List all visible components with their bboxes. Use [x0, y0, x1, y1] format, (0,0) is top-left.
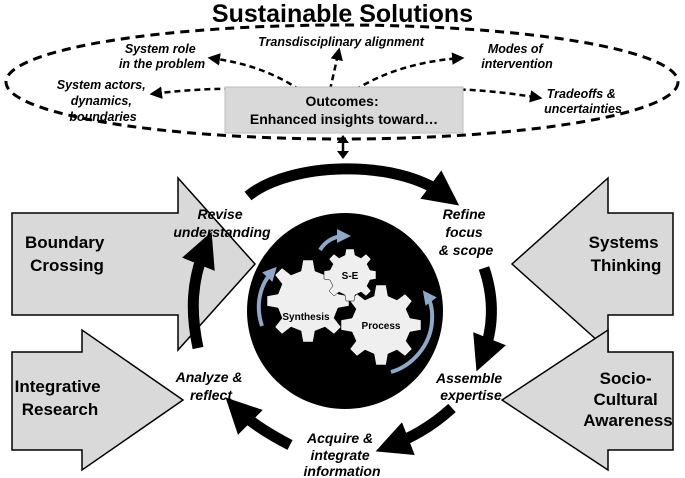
label-integrative-research: Integrative Research [15, 377, 106, 419]
label-socio-cultural: Socio- Cultural Awareness [583, 369, 672, 430]
gear-label-se: S-E [342, 271, 359, 282]
cycle-arrow-bottom-right [375, 403, 456, 456]
rotation-arrows [256, 229, 437, 374]
arrow-to-system-role [207, 53, 301, 92]
gear-process [340, 284, 422, 366]
cycle-arrow-top [244, 163, 460, 206]
label-systems-thinking: Systems Thinking [589, 233, 664, 275]
outcomes-box [224, 86, 464, 134]
cycle-arrow-left [182, 231, 215, 350]
gear-label-process: Process [362, 321, 401, 332]
label-system-actors: System actors, dynamics, boundaries [57, 78, 149, 124]
cycle-arrow-right [473, 266, 506, 372]
step-analyze: Analyze & reflect [175, 369, 247, 403]
rotation-arrow-synthesis [256, 266, 277, 327]
label-system-role: System role in the problem [119, 42, 205, 71]
arrow-systems-thinking [510, 176, 674, 352]
label-tradeoffs: Tradeoffs & uncertainties [544, 87, 622, 116]
label-transdisciplinary: Transdisciplinary alignment [258, 35, 425, 49]
gear-se [323, 248, 377, 302]
outcomes-link-arrow [337, 135, 349, 159]
gear-label-synthesis: Synthesis [282, 312, 330, 323]
step-acquire: Acquire & integrate information [304, 430, 381, 478]
step-revise: Revise understanding [173, 206, 271, 240]
cycle-arrow-bottom-left [225, 397, 293, 450]
label-modes: Modes of intervention [481, 42, 553, 71]
arrow-to-transdisciplinary [328, 47, 343, 91]
arrow-to-modes [354, 52, 465, 92]
step-assemble: Assemble expertise [435, 370, 506, 403]
arrow-integrative-research [11, 328, 185, 472]
diagram-title: Sustainable Solutions [211, 0, 474, 28]
rotation-arrow-process [390, 290, 437, 374]
rotation-arrow-se [318, 229, 351, 252]
center-disc [247, 213, 443, 409]
cycle-arrows [182, 163, 506, 456]
label-boundary-crossing: Boundary Crossing [25, 233, 109, 275]
arrow-socio-cultural [500, 328, 674, 472]
outcomes-text: Outcomes: Enhanced insights toward… [250, 93, 438, 127]
step-refine: Refine focus & scope [439, 206, 494, 258]
